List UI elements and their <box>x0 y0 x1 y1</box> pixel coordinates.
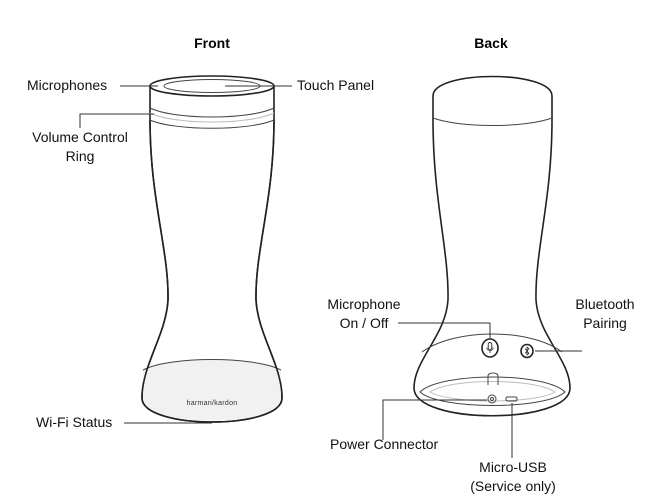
front-volume-ring <box>149 107 275 118</box>
label-micro-usb-line2: (Service only) <box>470 478 556 494</box>
front-brand-logo: harman/kardon <box>187 400 238 407</box>
label-bluetooth-line1: Bluetooth <box>575 296 634 312</box>
mic-button[interactable] <box>481 338 499 358</box>
label-bluetooth-line2: Pairing <box>583 315 627 331</box>
power-connector-port <box>487 394 497 404</box>
back-cord-clip <box>487 372 499 385</box>
back-band-line <box>421 333 563 353</box>
leader-microphone-onoff <box>398 322 491 338</box>
label-volume-control-line2: Ring <box>66 148 95 164</box>
front-speaker: harman/kardon <box>141 75 283 423</box>
label-touch-panel: Touch Panel <box>297 77 374 93</box>
label-power-connector: Power Connector <box>330 436 439 452</box>
front-band-line <box>142 359 282 371</box>
bluetooth-button[interactable] <box>520 343 534 359</box>
microphone-icon <box>486 342 494 353</box>
back-heading: Back <box>474 35 508 51</box>
back-top-rim <box>432 117 553 126</box>
back-connector-plate <box>419 376 566 406</box>
leader-power-connector <box>382 399 487 440</box>
label-micro-usb-line1: Micro-USB <box>479 459 547 475</box>
front-heading: Front <box>194 35 230 51</box>
label-wifi-status: Wi-Fi Status <box>36 414 112 430</box>
label-volume-control-line1: Volume Control <box>32 129 128 145</box>
label-microphone-onoff-line1: Microphone <box>327 296 400 312</box>
bluetooth-icon <box>524 346 530 356</box>
micro-usb-port <box>505 396 518 402</box>
back-speaker-body <box>413 75 571 417</box>
leader-volume-ring <box>79 113 154 128</box>
label-microphones: Microphones <box>27 77 107 93</box>
front-bottom-band <box>143 359 281 421</box>
back-speaker <box>413 75 571 417</box>
label-microphone-onoff-line2: On / Off <box>340 315 389 331</box>
